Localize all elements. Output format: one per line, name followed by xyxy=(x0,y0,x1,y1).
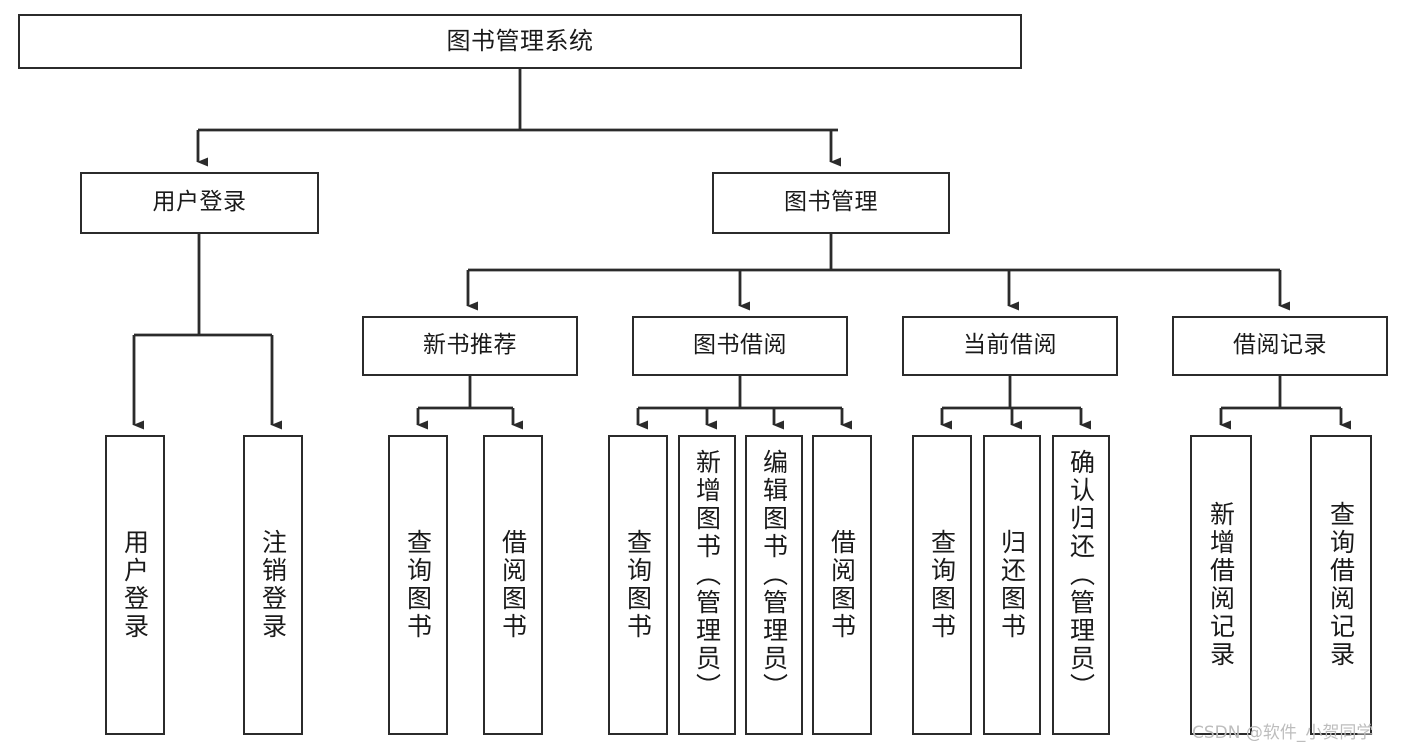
leaf-newbook-borrow-book[interactable]: 借阅图书 xyxy=(483,435,543,735)
leaf-current-query-book-label: 查询图书 xyxy=(927,529,957,641)
node-new-book-recommend[interactable]: 新书推荐 xyxy=(362,316,578,376)
leaf-newbook-query-book-label: 查询图书 xyxy=(403,529,433,641)
leaf-record-query-record[interactable]: 查询借阅记录 xyxy=(1310,435,1372,735)
leaf-borrow-add-book-admin[interactable]: 新增图书（管理员） xyxy=(678,435,736,735)
leaf-record-query-record-label: 查询借阅记录 xyxy=(1326,501,1356,669)
leaf-record-add-record-label: 新增借阅记录 xyxy=(1206,501,1236,669)
node-borrow-record-label: 借阅记录 xyxy=(1233,332,1327,359)
leaf-record-add-record[interactable]: 新增借阅记录 xyxy=(1190,435,1252,735)
leaf-borrow-query-book[interactable]: 查询图书 xyxy=(608,435,668,735)
leaf-borrow-query-book-label: 查询图书 xyxy=(623,529,653,641)
leaf-borrow-edit-book-admin[interactable]: 编辑图书（管理员） xyxy=(745,435,803,735)
node-current-borrow[interactable]: 当前借阅 xyxy=(902,316,1118,376)
leaf-current-confirm-return-admin[interactable]: 确认归还（管理员） xyxy=(1052,435,1110,735)
leaf-borrow-lend-book[interactable]: 借阅图书 xyxy=(812,435,872,735)
csdn-watermark: CSDN @软件_小贺同学 xyxy=(1192,723,1374,743)
node-root[interactable]: 图书管理系统 xyxy=(18,14,1022,69)
leaf-current-return-book-label: 归还图书 xyxy=(997,529,1027,641)
leaf-user-login-label: 用户登录 xyxy=(120,529,150,641)
leaf-borrow-edit-book-admin-label: 编辑图书（管理员） xyxy=(759,449,789,701)
leaf-current-return-book[interactable]: 归还图书 xyxy=(983,435,1041,735)
node-new-book-recommend-label: 新书推荐 xyxy=(423,332,517,359)
leaf-newbook-borrow-book-label: 借阅图书 xyxy=(498,529,528,641)
leaf-user-logout[interactable]: 注销登录 xyxy=(243,435,303,735)
leaf-borrow-add-book-admin-label: 新增图书（管理员） xyxy=(692,449,722,701)
leaf-newbook-query-book[interactable]: 查询图书 xyxy=(388,435,448,735)
node-current-borrow-label: 当前借阅 xyxy=(963,332,1057,359)
node-book-borrow[interactable]: 图书借阅 xyxy=(632,316,848,376)
leaf-borrow-lend-book-label: 借阅图书 xyxy=(827,529,857,641)
node-book-management[interactable]: 图书管理 xyxy=(712,172,950,234)
node-root-label: 图书管理系统 xyxy=(446,27,594,56)
leaf-user-login[interactable]: 用户登录 xyxy=(105,435,165,735)
leaf-current-query-book[interactable]: 查询图书 xyxy=(912,435,972,735)
node-borrow-record[interactable]: 借阅记录 xyxy=(1172,316,1388,376)
leaf-user-logout-label: 注销登录 xyxy=(258,529,288,641)
node-user-login[interactable]: 用户登录 xyxy=(80,172,319,234)
node-book-management-label: 图书管理 xyxy=(784,189,878,216)
node-book-borrow-label: 图书借阅 xyxy=(693,332,787,359)
node-user-login-label: 用户登录 xyxy=(152,189,247,216)
leaf-current-confirm-return-admin-label: 确认归还（管理员） xyxy=(1066,449,1096,701)
